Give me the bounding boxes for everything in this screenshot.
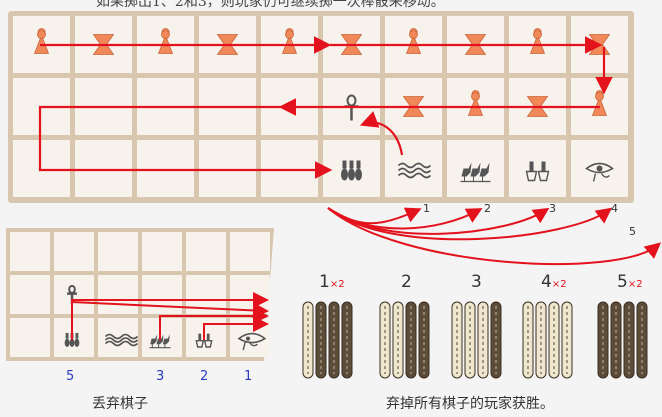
exit-label-4: 4 (611, 202, 618, 215)
winner-caption: 弃掉所有棋子的玩家获胜。 (386, 393, 554, 413)
board-square (13, 140, 70, 197)
stick-group (452, 302, 501, 378)
three-jars-icon (341, 161, 362, 181)
cone-pawn-head (596, 93, 604, 101)
cone-pawn-head (410, 31, 418, 39)
stick-group (523, 302, 572, 378)
board-square (385, 140, 442, 197)
stick-label-5: 5×2 (617, 272, 643, 292)
throwing-sticks (303, 302, 647, 378)
stick-group (598, 302, 647, 378)
small-board-square (142, 275, 182, 314)
small-board (6, 228, 274, 361)
exit-label-1: 1 (423, 202, 430, 215)
top-caption: 如果掷出1、2和3，则玩家仍可继续掷一次棒骰来移动。 (96, 0, 445, 11)
stick-label-1: 1×2 (319, 272, 345, 292)
small-board-square (10, 318, 50, 357)
small-board-square (10, 232, 50, 271)
cone-pawn-head (534, 31, 542, 39)
small-board-square (10, 275, 50, 314)
board-square (261, 140, 318, 197)
cone-pawn-head (162, 31, 170, 39)
small-number-3: 3 (156, 369, 164, 384)
stick-label-2: 2 (401, 272, 412, 292)
board-square (509, 140, 566, 197)
small-number-1: 1 (244, 369, 252, 384)
small-board-square (98, 232, 138, 271)
small-board-square (142, 232, 182, 271)
small-board-square (230, 232, 270, 271)
cone-pawn-head (286, 31, 294, 39)
stick-label-3: 3 (471, 272, 482, 292)
small-number-5: 5 (66, 369, 74, 384)
small-board-square (98, 275, 138, 314)
exit-arrow (328, 208, 479, 229)
exit-arrow (328, 208, 546, 234)
small-board-square (54, 232, 94, 271)
exit-label-2: 2 (484, 202, 491, 215)
board-square (75, 140, 132, 197)
small-number-2: 2 (200, 369, 208, 384)
exit-arrows (328, 208, 658, 264)
cone-pawn-head (472, 93, 480, 101)
small-board-square (54, 318, 94, 357)
board-square (137, 140, 194, 197)
cone-pawn-head (38, 31, 46, 39)
exit-label-5: 5 (629, 225, 636, 238)
stick-group (380, 302, 429, 378)
small-board-square (230, 275, 270, 314)
board-square (199, 140, 256, 197)
stick-label-4: 4×2 (541, 272, 567, 292)
stick-group (303, 302, 352, 378)
small-board-caption: 丢弃棋子 (92, 393, 148, 413)
exit-label-3: 3 (549, 202, 556, 215)
small-board-square (186, 232, 226, 271)
exit-arrow (328, 208, 658, 264)
